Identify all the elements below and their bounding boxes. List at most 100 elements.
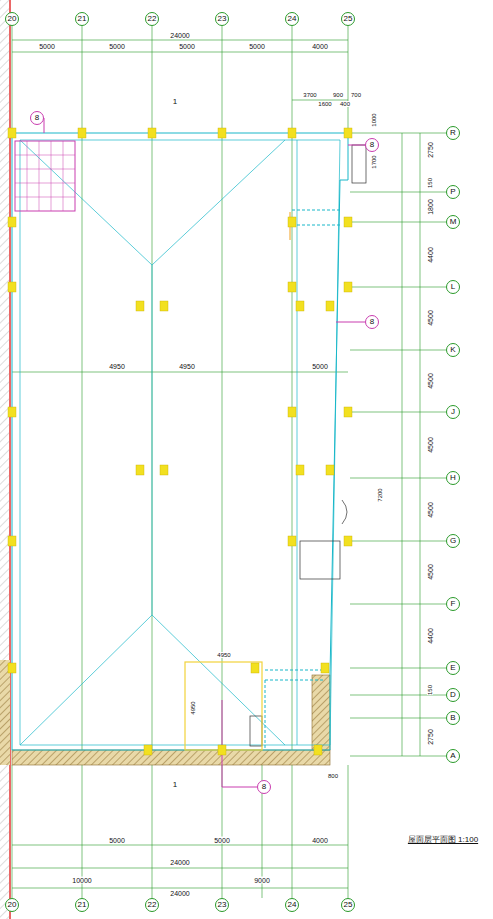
axis-bubble: 8 — [30, 111, 44, 125]
dimension-text: 4400 — [427, 628, 434, 644]
axis-label: J — [451, 408, 455, 416]
axis-bubble: J — [446, 405, 460, 419]
dimension-text: 1800 — [427, 199, 434, 215]
dimension-text: 4500 — [427, 310, 434, 326]
axis-label: M — [450, 218, 457, 226]
axis-bubble: B — [446, 711, 460, 725]
dimension-text: 5000 — [249, 43, 265, 50]
axis-bubble: 22 — [145, 898, 159, 912]
axis-bubble: K — [446, 343, 460, 357]
dimension-text: 1600 — [318, 101, 331, 107]
axis-bubble: L — [446, 280, 460, 294]
axis-bubble: 20 — [5, 12, 19, 26]
dimension-text: 5000 — [109, 43, 125, 50]
axis-label: 23 — [218, 15, 227, 23]
dimension-text: 4950 — [179, 363, 195, 370]
axis-bubble: D — [446, 688, 460, 702]
dimension-text: 24000 — [170, 890, 189, 897]
axis-label: 20 — [8, 901, 17, 909]
dimension-text: 7200 — [377, 488, 383, 501]
dimension-text: 9000 — [254, 877, 270, 884]
dimension-text: 5000 — [39, 43, 55, 50]
axis-label: B — [450, 714, 455, 722]
axis-label: 22 — [148, 15, 157, 23]
axis-label: P — [450, 188, 455, 196]
dimension-text: 4500 — [427, 373, 434, 389]
axis-bubble: H — [446, 471, 460, 485]
axis-label: L — [451, 283, 455, 291]
axis-label: 8 — [370, 318, 374, 326]
axis-label: 24 — [288, 15, 297, 23]
axis-label: K — [450, 346, 455, 354]
axis-bubble: 8 — [365, 315, 379, 329]
axis-bubble: P — [446, 185, 460, 199]
dimension-text: 5000 — [179, 43, 195, 50]
axis-bubble: A — [446, 749, 460, 763]
dimension-text: 24000 — [170, 859, 189, 866]
axis-label: 25 — [344, 15, 353, 23]
axis-bubble: 8 — [257, 780, 271, 794]
axis-bubble: 22 — [145, 12, 159, 26]
dimension-text: 4500 — [427, 564, 434, 580]
axis-label: H — [450, 474, 456, 482]
axis-label: 25 — [344, 901, 353, 909]
dimension-text: 4400 — [427, 247, 434, 263]
axis-label: E — [450, 664, 455, 672]
dimension-text: 4000 — [312, 837, 328, 844]
axis-label: R — [450, 129, 456, 137]
dimension-text: 2750 — [427, 729, 434, 745]
dimension-text: 900 — [333, 92, 343, 98]
axis-label: 24 — [288, 901, 297, 909]
axis-bubble: F — [446, 597, 460, 611]
axis-label: D — [450, 691, 456, 699]
axis-bubble: 20 — [5, 898, 19, 912]
dimension-text: 700 — [351, 92, 361, 98]
axis-bubble: 23 — [215, 898, 229, 912]
drawing-caption: 屋面层平面图 1:100 — [408, 836, 478, 844]
dimension-text: 5000 — [214, 837, 230, 844]
dimension-text: 4500 — [427, 502, 434, 518]
dimension-text: 1700 — [371, 155, 377, 168]
dimension-text: 800 — [328, 773, 338, 779]
axis-bubble: 8 — [365, 138, 379, 152]
dimension-text: 10000 — [72, 877, 91, 884]
axis-label: 21 — [78, 15, 87, 23]
axis-label: 21 — [78, 901, 87, 909]
dimension-text: 1000 — [371, 113, 377, 126]
dimension-text: 400 — [340, 101, 350, 107]
dimension-text: 5000 — [312, 363, 328, 370]
axis-label: F — [451, 600, 456, 608]
dimension-text: 3700 — [303, 92, 316, 98]
dimension-text: 4000 — [312, 43, 328, 50]
dimension-text: 150 — [427, 685, 433, 695]
axis-label: G — [450, 537, 456, 545]
dimension-text: 5000 — [109, 837, 125, 844]
axis-bubble: M — [446, 215, 460, 229]
axis-label: A — [450, 752, 455, 760]
axis-bubble: 21 — [75, 898, 89, 912]
axis-label: 8 — [262, 783, 266, 791]
axis-label: 22 — [148, 901, 157, 909]
dimension-text: 24000 — [170, 32, 189, 39]
axis-bubble: 24 — [285, 12, 299, 26]
dimension-text: 1 — [173, 98, 177, 106]
axis-label: 8 — [35, 114, 39, 122]
dimension-text: 150 — [427, 178, 433, 188]
axis-bubble: 25 — [341, 12, 355, 26]
dimension-text: 4950 — [190, 701, 196, 714]
dimension-text: 1 — [173, 781, 177, 789]
dimension-text: 4950 — [109, 363, 125, 370]
axis-bubble: 24 — [285, 898, 299, 912]
axis-bubble: 21 — [75, 12, 89, 26]
axis-bubble: 25 — [341, 898, 355, 912]
dimension-text: 4950 — [217, 652, 230, 658]
dimension-text: 4500 — [427, 437, 434, 453]
axis-bubble: G — [446, 534, 460, 548]
axis-bubble: E — [446, 661, 460, 675]
dimension-text: 2750 — [427, 142, 434, 158]
axis-bubble: 23 — [215, 12, 229, 26]
axis-label: 23 — [218, 901, 227, 909]
axis-label: 8 — [370, 141, 374, 149]
